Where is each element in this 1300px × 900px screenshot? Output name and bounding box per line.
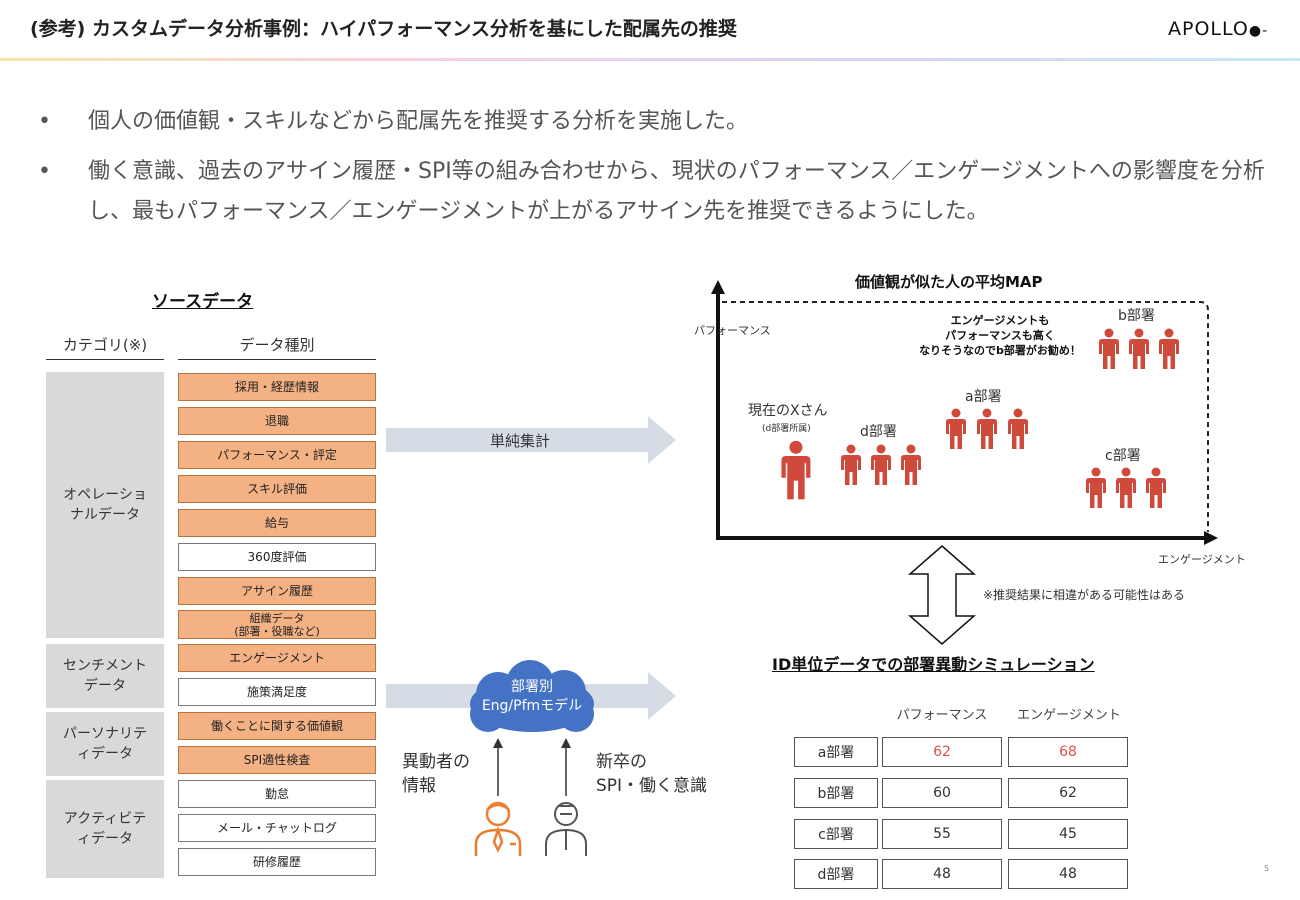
bullet-1: • 個人の価値観・スキルなどから配属先を推奨する分析を実施した。 [38,102,1268,142]
data-type-cell: 研修履歴 [178,848,376,876]
newgrad-label: 新卒の SPI・働く意識 [596,752,708,796]
dept-a-person [946,408,966,449]
y-axis-label: パフォーマンス [694,324,771,337]
category-column-header: カテゴリ(※) [46,334,164,360]
data-type-cell: パフォーマンス・評定 [178,441,376,469]
simulation-title: ID単位データでの部署異動シミュレーション [772,655,1095,674]
bullet-text: 働く意識、過去のアサイン履歴・SPI等の組み合わせから、現状のパフォーマンス／エ… [88,159,1265,224]
sim-dept-cell: d部署 [794,859,878,889]
sim-dept-cell: c部署 [794,819,878,849]
category-label: オペレーショナルデータ [63,487,147,523]
data-type-cell: メール・チャットログ [178,814,376,842]
category-sentiment: センチメントデータ [46,644,164,708]
aggregate-label: 単純集計 [490,432,551,450]
model-cloud-icon [470,660,594,732]
category-personality: パーソナリティデータ [46,712,164,776]
sim-header-performance: パフォーマンス [896,708,988,723]
dept-d-label: d部署 [860,424,897,440]
newgrad-person-icon [545,802,587,856]
bullet-mark: • [38,159,51,184]
data-type-cell: 採用・経歴情報 [178,373,376,401]
data-type-cell: スキル評価 [178,475,376,503]
data-type-cell: 退職 [178,407,376,435]
dept-a-label: a部署 [965,389,1002,405]
category-label: センチメントデータ [63,658,147,694]
dept-c-label: c部署 [1105,448,1141,464]
page-title: (参考) カスタムデータ分析事例：ハイパフォーマンス分析を基にした配属先の推奨 [30,18,737,40]
category-label: アクティビティデータ [63,811,147,847]
dept-b-person [1159,328,1179,369]
page-number: 5 [1264,864,1270,873]
data-type-cell: 働くことに関する価値観 [178,712,376,740]
sim-perf-cell: 60 [882,778,1002,808]
source-data-title: ソースデータ [152,292,254,312]
sim-eng-cell: 45 [1008,819,1128,849]
bullet-2: • 働く意識、過去のアサイン履歴・SPI等の組み合わせから、現状のパフォーマンス… [38,152,1278,232]
sim-header-engagement: エンゲージメント [1017,708,1121,723]
data-type-column-header: データ種別 [178,334,376,360]
sim-perf-cell: 55 [882,819,1002,849]
dept-a-person [1008,408,1028,449]
data-type-cell: 施策満足度 [178,678,376,706]
logo-text: APOLLO [1168,18,1249,40]
dept-a-person [977,408,997,449]
transfer-up-arrow [493,738,503,796]
recommend-note: エンゲージメントも パフォーマンスも高く なりそうなのでb部署がお勧め！ [919,314,1081,357]
sim-eng-cell: 68 [1008,737,1128,767]
data-type-cell: SPI適性検査 [178,746,376,774]
bullet-text: 個人の価値観・スキルなどから配属先を推奨する分析を実施した。 [88,109,749,134]
dept-d-person [841,444,861,485]
x-axis-label: エンゲージメント [1158,553,1246,566]
sim-dept-cell: b部署 [794,778,878,808]
current-person-figure [781,440,811,500]
current-person-label: 現在のXさん [748,403,828,419]
sim-perf-cell: 48 [882,859,1002,889]
category-operational: オペレーショナルデータ [46,372,164,638]
double-arrow-icon [908,545,976,645]
dept-b-label: b部署 [1118,308,1155,324]
transfer-person-icon [474,801,522,856]
dept-c-person [1116,467,1136,508]
data-type-cell: アサイン履歴 [178,577,376,605]
transfer-label: 異動者の 情報 [402,752,470,796]
current-person-sub: (d部署所属) [762,424,811,434]
dept-c-person [1146,467,1166,508]
sim-eng-cell: 62 [1008,778,1128,808]
data-type-cell: 組織データ (部署・役職など) [178,610,376,639]
newgrad-up-arrow [561,738,571,796]
sim-dept-cell: a部署 [794,737,878,767]
dept-d-person [871,444,891,485]
category-activity: アクティビティデータ [46,780,164,878]
bullet-mark: • [38,109,51,134]
apollo-logo: APOLLO●- [1168,18,1268,40]
data-type-cell: 勤怠 [178,780,376,808]
data-type-cell: 給与 [178,509,376,537]
caveat-note: ※推奨結果に相違がある可能性はある [983,588,1186,602]
dept-c-person [1086,467,1106,508]
logo-arrow-icon: ●- [1248,23,1269,39]
model-label: 部署別 Eng/Pfmモデル [481,679,583,714]
category-label: パーソナリティデータ [63,726,147,762]
map-title: 価値観が似た人の平均MAP [855,273,1043,291]
sim-eng-cell: 48 [1008,859,1128,889]
dept-d-person [901,444,921,485]
data-type-cell: 360度評価 [178,543,376,571]
dept-b-person [1099,328,1119,369]
sim-perf-cell: 62 [882,737,1002,767]
map-axes [711,280,1218,545]
aggregate-arrow [386,416,676,464]
dept-b-person [1129,328,1149,369]
data-type-cell: エンゲージメント [178,644,376,672]
header-divider [0,58,1300,61]
